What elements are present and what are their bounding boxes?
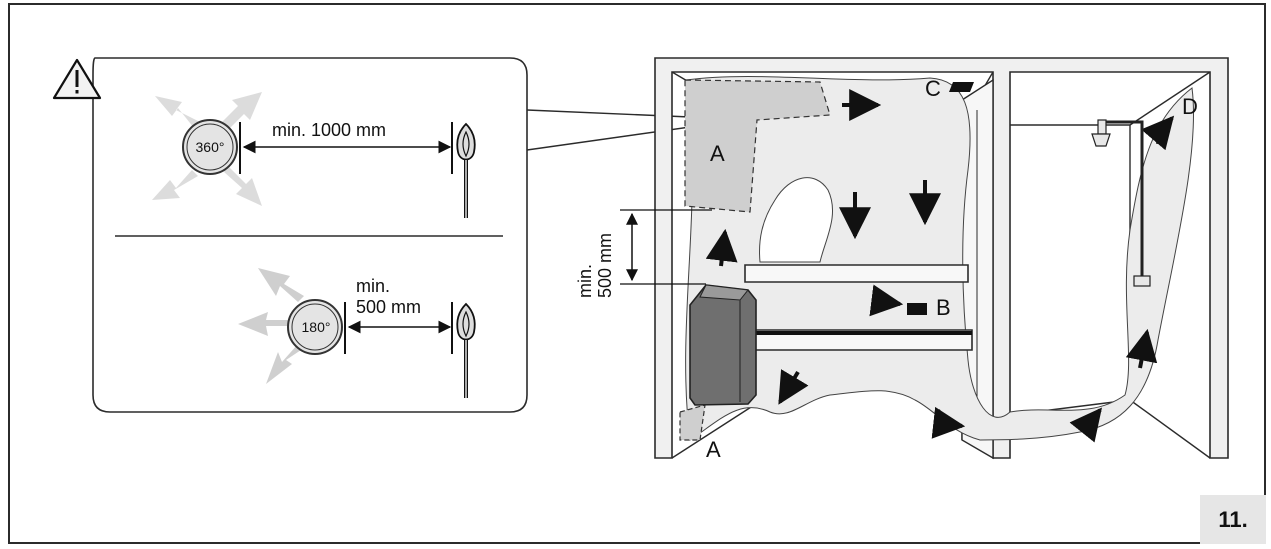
vertical-dimension-line1: min. — [575, 264, 595, 298]
label-c: C — [925, 76, 941, 101]
label-d: D — [1182, 94, 1198, 119]
inset-box — [92, 57, 528, 413]
zone-a-bottom — [679, 404, 706, 441]
zone-a-top — [684, 79, 831, 213]
label-b: B — [936, 295, 951, 320]
sensor-icon-top — [451, 122, 476, 218]
vent-c-icon — [949, 82, 974, 92]
air-flow-inner — [759, 177, 833, 263]
shower-icon — [1091, 119, 1151, 287]
warning-icon — [52, 58, 102, 100]
fan-180-icon — [238, 268, 343, 384]
distance-500-label-line1: min. — [356, 276, 390, 296]
vent-b-icon — [907, 303, 927, 315]
air-flow-arrows — [705, 89, 1175, 443]
heater-icon — [689, 284, 757, 406]
distance-500-label-line2: 500 mm — [356, 297, 421, 317]
sauna-benches — [744, 264, 973, 351]
angle-360-label: 360° — [196, 139, 225, 155]
label-a-bottom: A — [706, 437, 721, 462]
fan-360-icon — [152, 92, 262, 206]
vertical-dimension — [620, 209, 712, 285]
distance-1000-label: min. 1000 mm — [272, 120, 386, 140]
figure-number: 11. — [1200, 495, 1266, 544]
vertical-dimension-line2: 500 mm — [595, 233, 615, 298]
label-a-top: A — [710, 141, 725, 166]
sensor-icon-bottom — [451, 302, 476, 398]
angle-180-label: 180° — [302, 319, 331, 335]
